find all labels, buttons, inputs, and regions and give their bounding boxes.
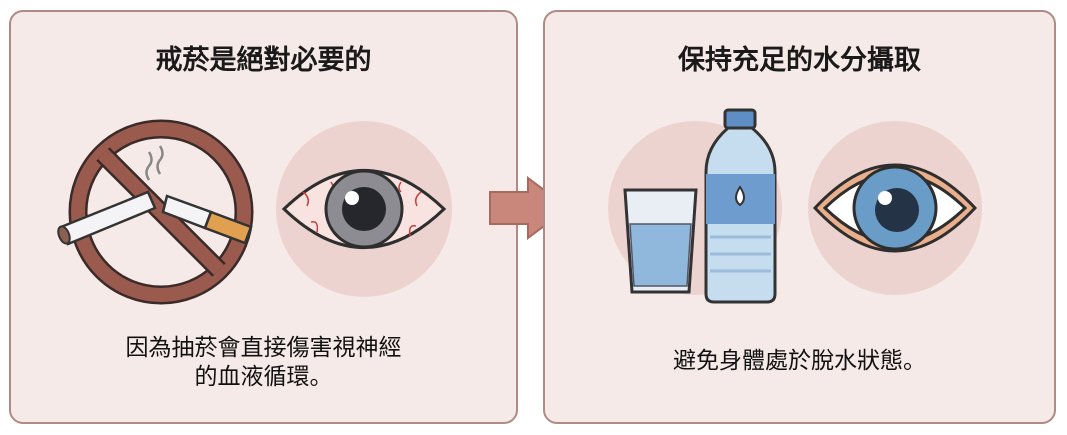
hydration-illustration <box>608 108 982 304</box>
body-line: 的血液循環。 <box>194 364 333 390</box>
quit-smoking-illustration <box>57 119 452 305</box>
healthy-eye-icon <box>808 121 982 295</box>
water-glass-icon <box>623 188 698 294</box>
no-smoking-icon <box>57 119 254 305</box>
panel-body: 避免身體處於脫水狀態。 <box>545 347 1054 376</box>
bloodshot-eye-icon <box>276 121 452 297</box>
hydration-panel: 保持充足的水分攝取 避免身體處於脫水狀態。 <box>543 10 1056 424</box>
panel-title: 戒菸是絕對必要的 <box>155 45 372 76</box>
quit-smoking-panel: 戒菸是絕對必要的 因為抽菸會直接傷害視神經 的血液循環。 <box>9 10 518 424</box>
water-bottle-icon <box>704 108 777 304</box>
panel-title: 保持充足的水分攝取 <box>678 45 921 76</box>
panel-body: 因為抽菸會直接傷害視神經 的血液循環。 <box>11 334 516 392</box>
body-line: 避免身體處於脫水狀態。 <box>673 348 926 374</box>
body-line: 因為抽菸會直接傷害視神經 <box>125 335 402 361</box>
